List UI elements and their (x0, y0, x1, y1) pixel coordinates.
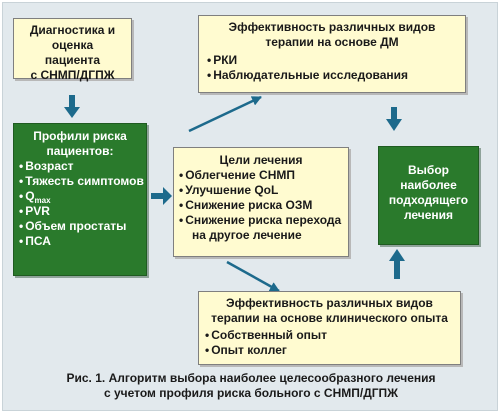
profile-item-symptoms: Тяжесть симптомов (19, 174, 144, 189)
profile-item-prostate-volume: Объем простаты (19, 219, 141, 234)
goal-item-qol: Улучшение QoL (179, 183, 343, 198)
figure-caption: Рис. 1. Алгоритм выбора наиболее целесоо… (3, 371, 499, 401)
arrow-goals-to-efficacy-dm (188, 95, 262, 133)
choice-line: подходящего (388, 193, 469, 207)
efficacy-dm-item-rct: РКИ (207, 53, 457, 68)
arrow-diagnostics-to-profiles (64, 95, 80, 118)
risk-profiles-box: Профили риска пациентов: Возраст Тяжесть… (13, 123, 147, 276)
goal-item-luts-relief: Облегчение СНМП (179, 168, 343, 183)
efficacy-clinical-item-own: Собственный опыт (205, 328, 454, 343)
arrow-goals-to-efficacy-clinical (226, 260, 280, 293)
profile-item-psa: ПСА (19, 234, 141, 249)
choice-line: наиболее (400, 178, 457, 192)
profile-item-age: Возраст (19, 159, 141, 174)
arrow-efficacy-dm-to-choice (386, 107, 402, 131)
treatment-goals-box: Цели лечения Облегчение СНМП Улучшение Q… (173, 147, 349, 257)
choice-line: Выбор (408, 163, 449, 177)
qmax-letter: Q (25, 189, 35, 203)
profiles-title-line: пациентов: (46, 144, 114, 158)
arrow-profiles-to-goals (151, 187, 172, 205)
qmax-subscript: max (34, 196, 51, 205)
efficacy-clinical-title-line: Эффективность различных видов (226, 296, 433, 310)
caption-line: с учетом профиля риска больного с СНМП/Д… (103, 386, 399, 400)
diagnostics-box: Диагностика и оценка пациента с СНМП/ДГП… (13, 18, 132, 82)
treatment-choice-box: Выбор наиболее подходящего лечения (378, 146, 479, 245)
efficacy-clinical-title-line: терапии на основе клинического опыта (211, 311, 448, 325)
efficacy-clinical-item-colleagues: Опыт коллег (205, 343, 454, 358)
profiles-title-line: Профили риска (33, 129, 127, 143)
efficacy-dm-title-line: терапии на основе ДМ (265, 35, 399, 49)
goal-item-aur-risk: Снижение риска ОЗМ (179, 198, 343, 213)
goal-item-continuation: на другое лечение (192, 228, 302, 242)
efficacy-dm-title-line: Эффективность различных видов (228, 20, 436, 34)
goal-item-switch-risk: Снижение риска перехода (179, 213, 343, 228)
choice-line: лечения (403, 208, 454, 222)
goals-title: Цели лечения (219, 153, 303, 167)
efficacy-clinical-box: Эффективность различных видов терапии на… (198, 291, 461, 365)
flow-arrows (64, 95, 405, 293)
arrow-efficacy-clinical-to-choice (389, 249, 405, 279)
efficacy-dm-box: Эффективность различных видов терапии на… (198, 15, 466, 93)
efficacy-dm-item-observational: Наблюдательные исследования (207, 68, 457, 83)
profile-item-qmax: Qmax (19, 189, 141, 205)
diagnostics-line: с СНМП/ДГПЖ (30, 68, 115, 82)
profile-item-pvr: PVR (19, 204, 141, 219)
diagnostics-line: Диагностика и оценка (29, 23, 116, 52)
diagram-canvas: Диагностика и оценка пациента с СНМП/ДГП… (2, 2, 498, 411)
diagnostics-line: пациента (44, 53, 101, 67)
caption-line: Рис. 1. Алгоритм выбора наиболее целесоо… (66, 371, 436, 385)
